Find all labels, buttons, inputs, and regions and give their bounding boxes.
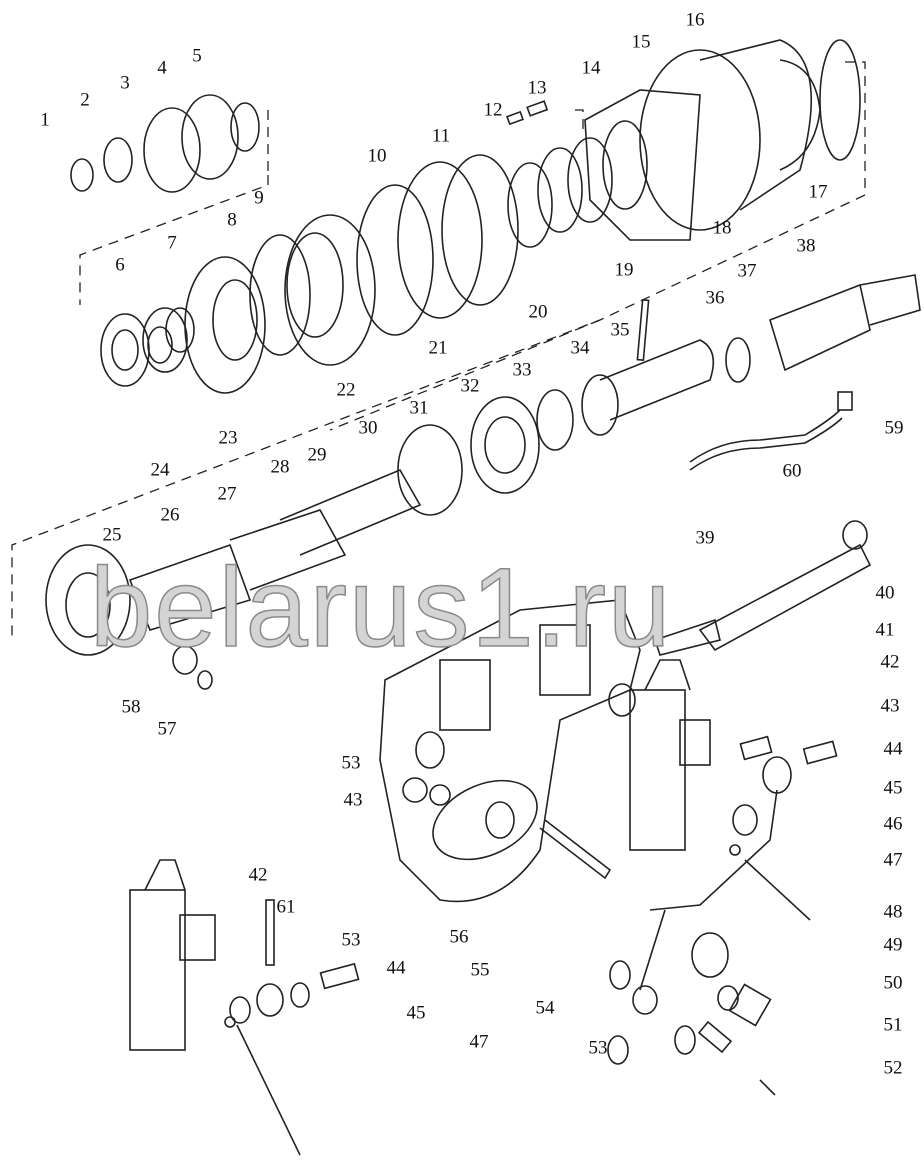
callout-33: 33 xyxy=(512,359,532,381)
callout-43: 43 xyxy=(343,789,363,811)
callout-45: 45 xyxy=(883,777,903,799)
callout-52: 52 xyxy=(883,1057,903,1079)
upper-parts xyxy=(70,39,861,394)
callout-54: 54 xyxy=(535,997,555,1019)
callout-44: 44 xyxy=(386,957,406,979)
callout-50: 50 xyxy=(883,972,903,994)
callout-56: 56 xyxy=(449,926,469,948)
callout-46: 46 xyxy=(883,813,903,835)
callout-39: 39 xyxy=(695,527,715,549)
callout-44: 44 xyxy=(883,738,903,760)
callout-30: 30 xyxy=(358,417,378,439)
callout-49: 49 xyxy=(883,934,903,956)
callout-25: 25 xyxy=(102,524,122,546)
callout-8: 8 xyxy=(227,209,237,231)
callout-32: 32 xyxy=(460,375,480,397)
callout-61: 61 xyxy=(276,896,296,918)
callout-53: 53 xyxy=(588,1037,608,1059)
callout-37: 37 xyxy=(737,260,757,282)
callout-6: 6 xyxy=(115,254,125,276)
callout-53: 53 xyxy=(341,929,361,951)
callout-18: 18 xyxy=(712,217,732,239)
callout-47: 47 xyxy=(883,849,903,871)
valve-block-parts xyxy=(129,599,838,1156)
callout-5: 5 xyxy=(192,45,202,67)
callout-19: 19 xyxy=(614,259,634,281)
callout-60: 60 xyxy=(782,460,802,482)
callout-41: 41 xyxy=(875,619,895,641)
callout-7: 7 xyxy=(167,232,177,254)
callout-57: 57 xyxy=(157,718,177,740)
callout-34: 34 xyxy=(570,337,590,359)
callout-15: 15 xyxy=(631,31,651,53)
callout-59: 59 xyxy=(884,417,904,439)
callout-11: 11 xyxy=(431,125,451,147)
callout-29: 29 xyxy=(307,444,327,466)
callout-24: 24 xyxy=(150,459,170,481)
callout-9: 9 xyxy=(254,187,264,209)
callout-12: 12 xyxy=(483,99,503,121)
callout-1: 1 xyxy=(40,109,50,131)
callout-10: 10 xyxy=(367,145,387,167)
callout-13: 13 xyxy=(527,77,547,99)
callout-43: 43 xyxy=(880,695,900,717)
callout-16: 16 xyxy=(685,9,705,31)
callout-17: 17 xyxy=(808,181,828,203)
callout-55: 55 xyxy=(470,959,490,981)
callout-48: 48 xyxy=(883,901,903,923)
callout-51: 51 xyxy=(883,1014,903,1036)
callout-3: 3 xyxy=(120,72,130,94)
callout-23: 23 xyxy=(218,427,238,449)
callout-28: 28 xyxy=(270,456,290,478)
callout-42: 42 xyxy=(248,864,268,886)
callout-40: 40 xyxy=(875,582,895,604)
callout-26: 26 xyxy=(160,504,180,526)
callout-47: 47 xyxy=(469,1031,489,1053)
callout-35: 35 xyxy=(610,319,630,341)
callout-38: 38 xyxy=(796,235,816,257)
callout-4: 4 xyxy=(157,57,167,79)
watermark: belarus1.ru xyxy=(89,545,673,670)
shaft-parts xyxy=(45,274,921,690)
callout-53: 53 xyxy=(341,752,361,774)
assembly-boundary-lines xyxy=(11,61,866,640)
callout-20: 20 xyxy=(528,301,548,323)
callout-21: 21 xyxy=(428,337,448,359)
callout-42: 42 xyxy=(880,651,900,673)
callout-27: 27 xyxy=(217,483,237,505)
callout-14: 14 xyxy=(581,57,601,79)
callout-31: 31 xyxy=(409,397,429,419)
callout-45: 45 xyxy=(406,1002,426,1024)
callout-36: 36 xyxy=(705,287,725,309)
callout-58: 58 xyxy=(121,696,141,718)
callout-2: 2 xyxy=(80,89,90,111)
callout-22: 22 xyxy=(336,379,356,401)
